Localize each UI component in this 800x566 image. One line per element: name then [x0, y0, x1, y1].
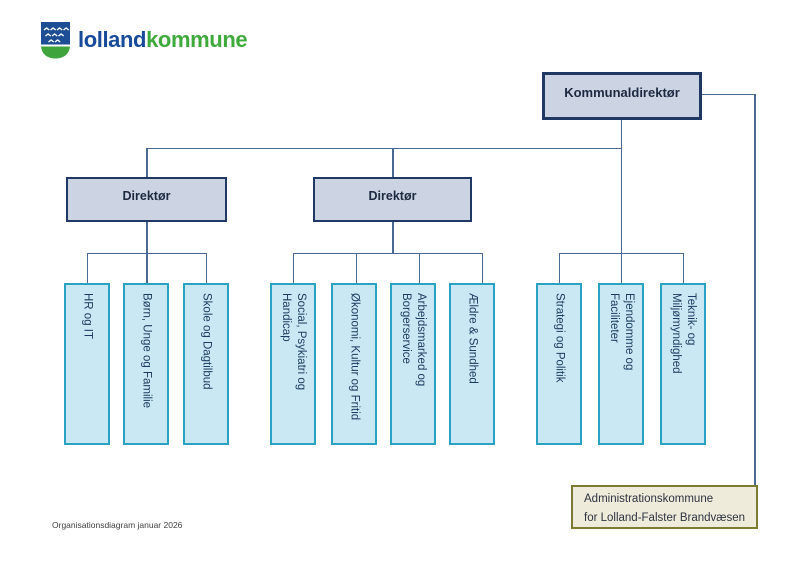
dept-label: HR og IT	[81, 293, 94, 340]
dept-label: Social, Psykiatri og Handicap	[280, 293, 307, 391]
note-box-line-1: Administrationskommune	[584, 493, 714, 505]
connector-drop-g2-2	[355, 253, 357, 283]
connector-rail-group1	[87, 252, 206, 254]
dept-box-social-psykiatri-og-handicap: Social, Psykiatri og Handicap	[270, 283, 316, 445]
dept-box-hr-og-it: HR og IT	[64, 283, 110, 445]
dept-label: Arbejdsmarked og Borgerservice	[400, 293, 427, 387]
diagram-caption: Organisationsdiagram januar 2026	[52, 520, 183, 530]
dept-label: Teknik- og Miljømyndighed	[670, 293, 697, 374]
connector-drop-g2-1	[292, 253, 294, 283]
note-box-line-2: for Lolland-Falster Brandvæsen	[584, 512, 746, 524]
connector-root-to-note-horizontal	[702, 93, 755, 95]
connector-rail-group2	[293, 252, 482, 254]
note-box-administrationskommune: Administrationskommune for Lolland-Falst…	[571, 485, 758, 529]
connector-root-vertical	[620, 120, 622, 283]
connector-drop-g3-3	[682, 253, 684, 283]
connector-top-rail	[146, 147, 622, 149]
connector-drop-g2-4	[481, 253, 483, 283]
dept-box-aeldre-og-sundhed: Ældre & Sundhed	[449, 283, 495, 445]
dept-box-arbejdsmarked-og-borgerservice: Arbejdsmarked og Borgerservice	[390, 283, 436, 445]
dept-label: Børn, Unge og Familie	[140, 293, 153, 409]
logo-wordmark: lollandkommune	[78, 27, 248, 52]
logo-word-lolland: lolland	[78, 27, 147, 52]
dept-label: Skole og Dagtilbud	[200, 293, 213, 390]
org-box-direktoer-2: Direktør	[313, 177, 472, 222]
connector-director2-stem	[392, 222, 394, 253]
connector-rail-group3	[559, 252, 683, 254]
org-box-direktoer-1: Direktør	[66, 177, 227, 222]
org-box-direktoer-2-label: Direktør	[368, 188, 417, 203]
dept-box-boern-unge-og-familie: Børn, Unge og Familie	[123, 283, 169, 445]
dept-label: Ejendomme og Faciliteter	[608, 293, 635, 371]
connector-drop-director-1	[146, 148, 148, 177]
connector-drop-director-2	[392, 148, 394, 177]
org-box-direktoer-1-label: Direktør	[122, 188, 171, 203]
lolland-kommune-logo: lollandkommune	[40, 21, 248, 59]
dept-label: Økonomi, Kultur og Fritid	[348, 293, 361, 421]
connector-drop-g2-3	[418, 253, 420, 283]
dept-label: Strategi og Politik	[553, 293, 566, 383]
org-box-kommunaldirektoer-label: Kommunaldirektør	[564, 84, 680, 100]
logo-word-kommune: kommune	[146, 27, 248, 52]
dept-box-skole-og-dagtilbud: Skole og Dagtilbud	[183, 283, 229, 445]
dept-box-ejendomme-og-faciliteter: Ejendomme og Faciliteter	[598, 283, 644, 445]
lolland-crest-icon	[41, 22, 70, 59]
org-box-kommunaldirektoer: Kommunaldirektør	[542, 72, 702, 120]
connector-drop-g3-1	[558, 253, 560, 283]
connector-drop-g1-1	[86, 253, 88, 283]
dept-label: Ældre & Sundhed	[466, 293, 479, 384]
connector-drop-g1-3	[205, 253, 207, 283]
dept-box-teknik-og-miljoemyndighed: Teknik- og Miljømyndighed	[660, 283, 706, 445]
connector-root-to-note-vertical	[754, 93, 756, 486]
dept-box-oekonomi-kultur-og-fritid: Økonomi, Kultur og Fritid	[331, 283, 377, 445]
dept-box-strategi-og-politik: Strategi og Politik	[536, 283, 582, 445]
